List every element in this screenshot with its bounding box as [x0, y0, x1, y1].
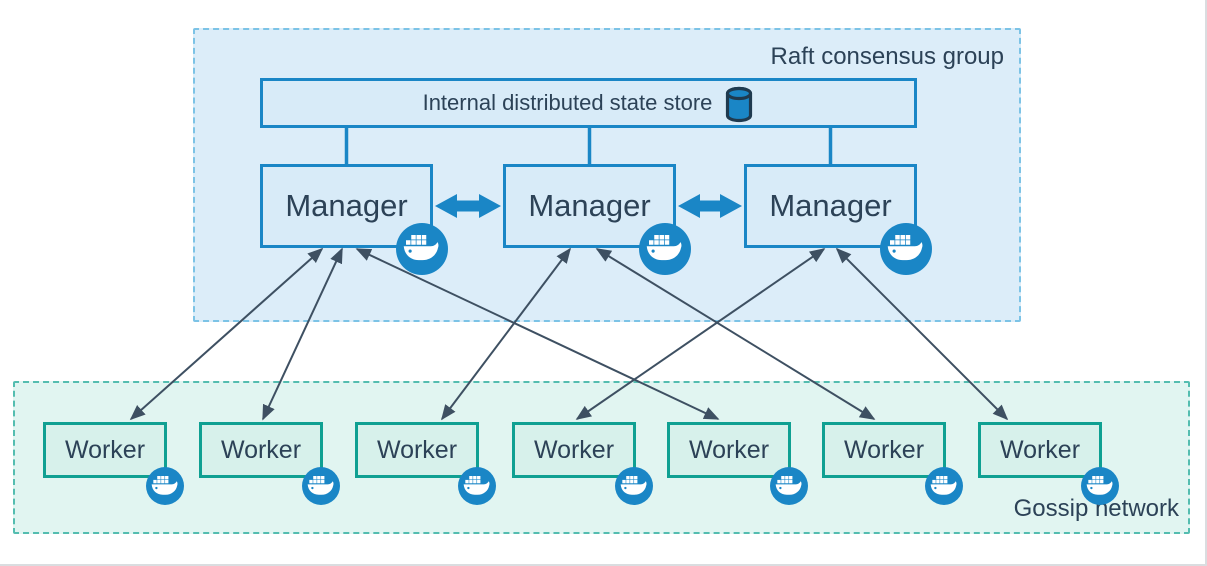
worker-node-2: Worker [199, 422, 323, 478]
state-store-label: Internal distributed state store [422, 90, 713, 115]
manager-label: Manager [285, 188, 408, 223]
worker-node-7: Worker [978, 422, 1102, 478]
worker-node-1: Worker [43, 422, 167, 478]
manager-node-2: Manager [503, 164, 676, 248]
worker-label: Worker [999, 435, 1081, 464]
state-store-box: Internal distributed state store [260, 78, 917, 128]
worker-label: Worker [533, 435, 615, 464]
worker-label: Worker [64, 435, 146, 464]
manager-label: Manager [528, 188, 651, 223]
worker-node-4: Worker [512, 422, 636, 478]
worker-label: Worker [688, 435, 770, 464]
worker-node-5: Worker [667, 422, 791, 478]
worker-label: Worker [843, 435, 925, 464]
manager-node-1: Manager [260, 164, 433, 248]
worker-label: Worker [220, 435, 302, 464]
raft-group-label: Raft consensus group [770, 43, 1004, 70]
gossip-network-label: Gossip network [1013, 495, 1179, 522]
worker-node-3: Worker [355, 422, 479, 478]
manager-label: Manager [769, 188, 892, 223]
database-icon [726, 86, 753, 122]
manager-node-3: Manager [744, 164, 917, 248]
worker-node-6: Worker [822, 422, 946, 478]
worker-label: Worker [376, 435, 458, 464]
